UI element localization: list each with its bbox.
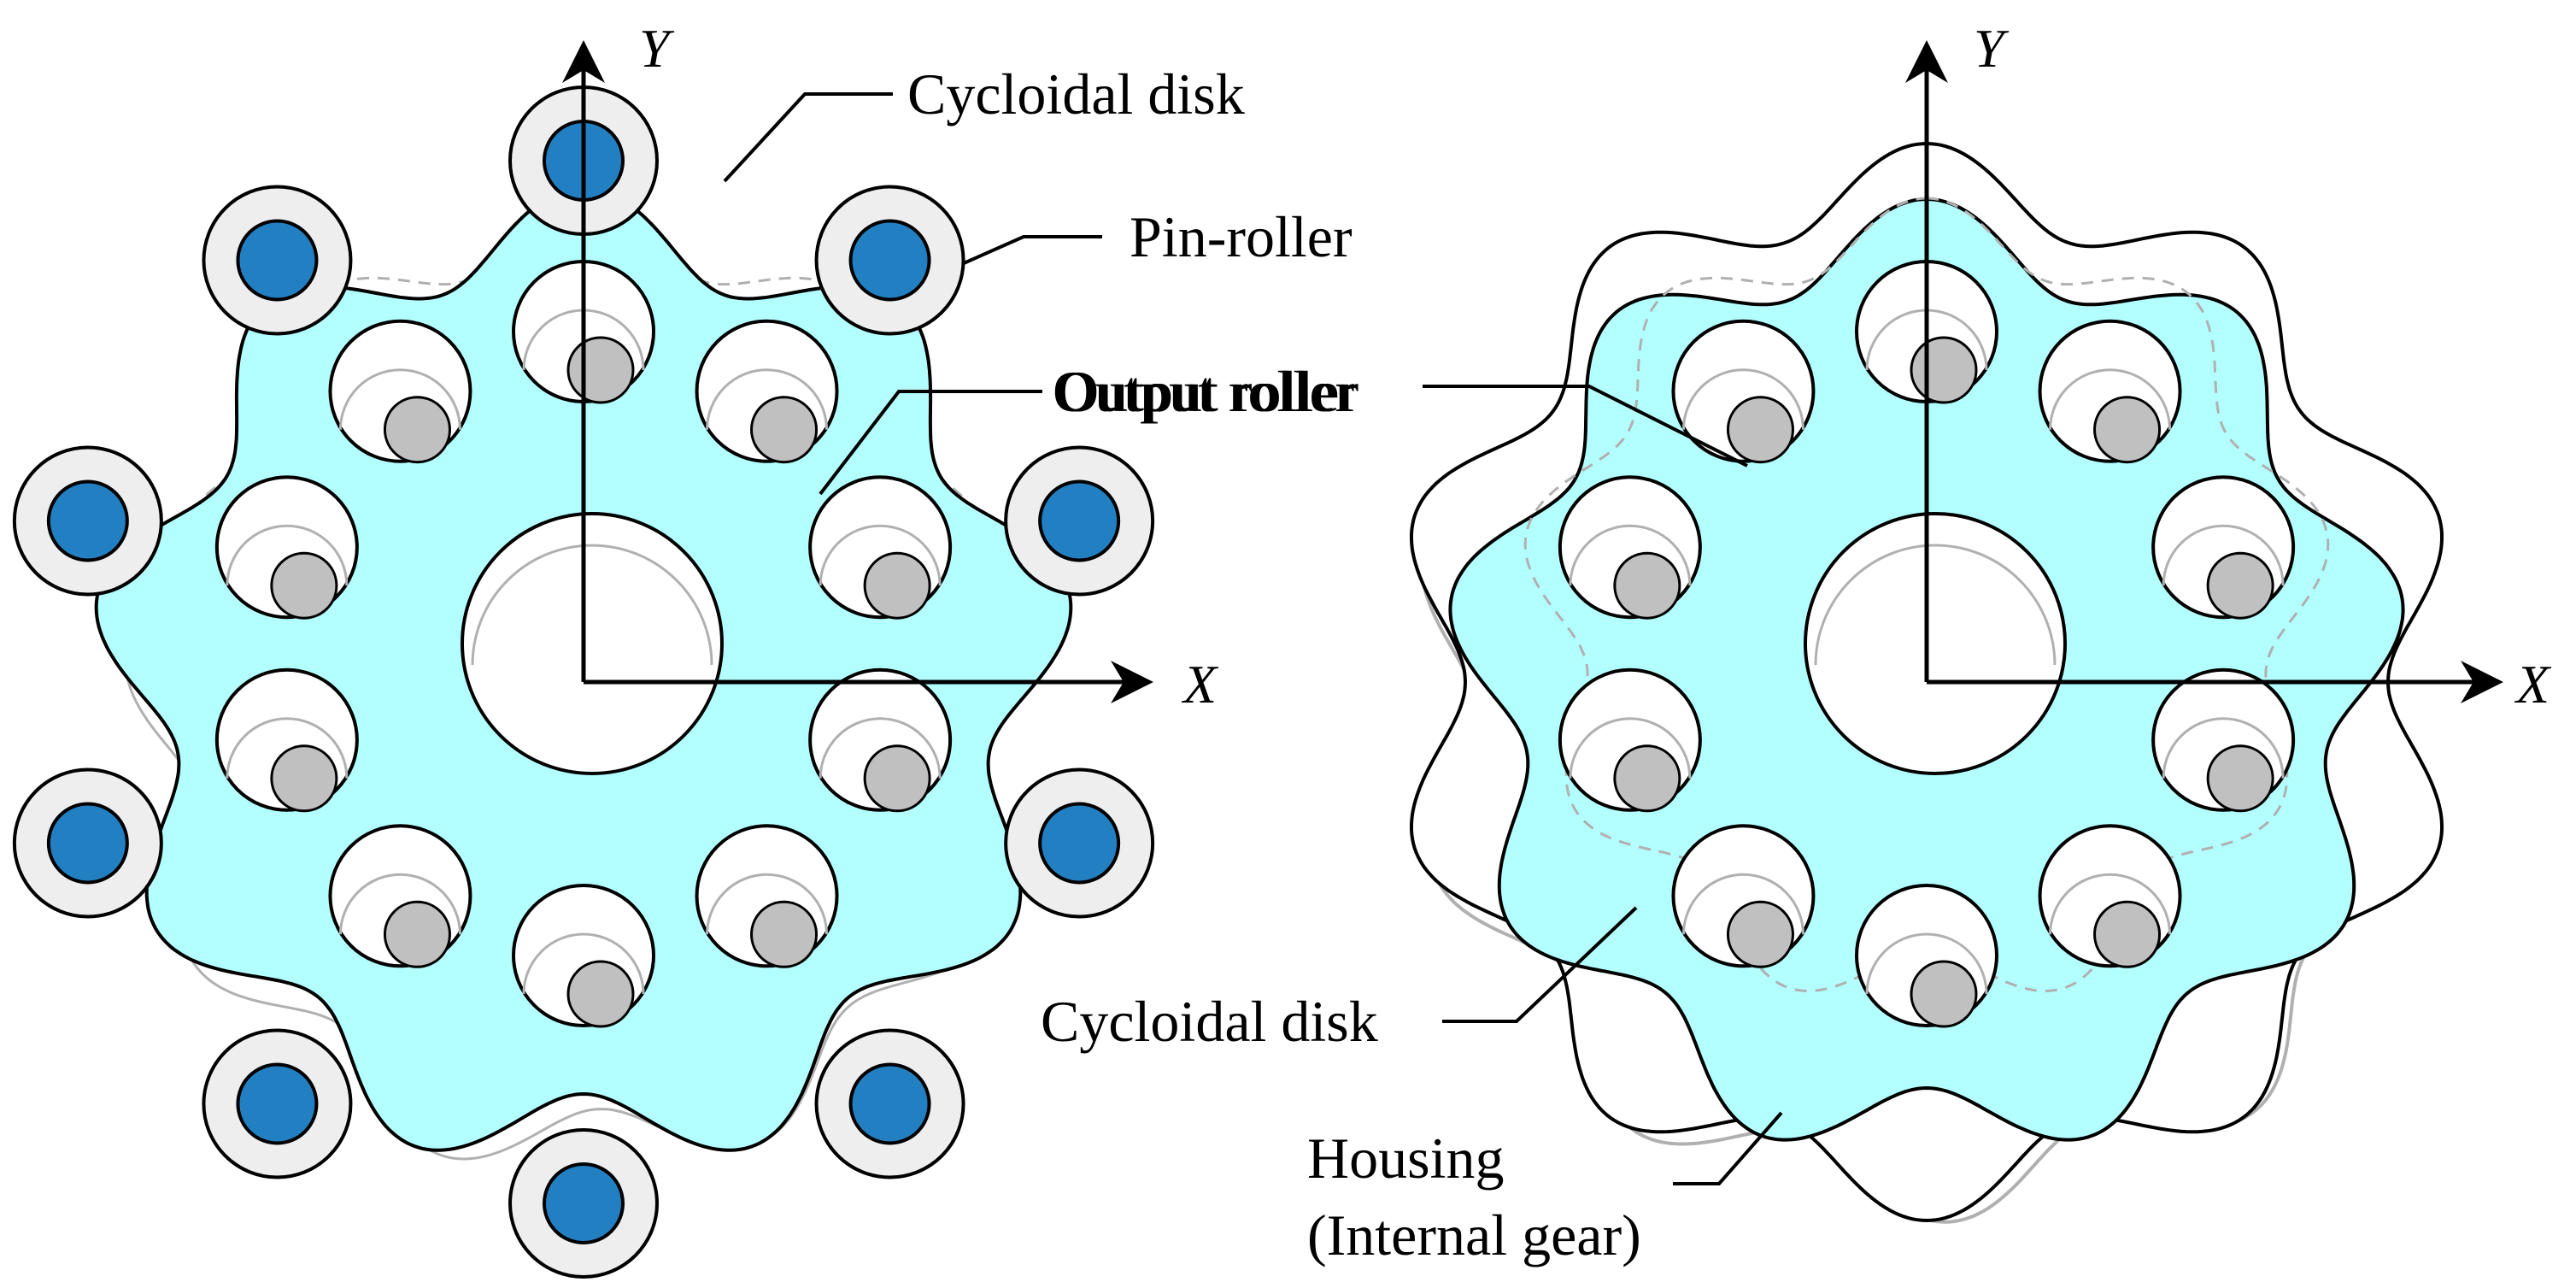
right-leader-lines: [1423, 385, 1783, 1185]
leader-right-output-roller: [1423, 385, 1748, 468]
output-roller: [566, 960, 635, 1028]
output-roller: [270, 744, 338, 813]
output-roller: [863, 744, 931, 813]
output-roller: [2206, 551, 2274, 620]
left-output-holes: [214, 260, 953, 1028]
right-y-axis-label: Y: [1974, 18, 2010, 79]
label-right-cycloidal-disk: Cycloidal disk: [1041, 989, 1378, 1054]
output-hole-ghost-arc: [2049, 873, 2172, 935]
left-pin-rollers: [12, 85, 1155, 1279]
right-axes: X Y: [1905, 18, 2552, 715]
output-roller: [2093, 900, 2162, 968]
pin-roller: [236, 219, 319, 302]
output-hole-ghost-arc: [1681, 873, 1804, 935]
output-hole-ghost-arc: [819, 524, 942, 586]
output-roller: [2206, 744, 2274, 813]
central-bore: [1804, 512, 2067, 775]
pin-roller: [1038, 479, 1121, 562]
label-pin-roller: Pin-roller: [1130, 204, 1353, 269]
output-hole-ghost-arc: [1569, 524, 1692, 586]
leader-right-cycloidal-disk: [1442, 906, 1638, 1023]
leader-cycloidal-disk: [723, 92, 893, 183]
output-hole-ghost-arc: [226, 524, 349, 586]
right-figure: X Y Output roller Cycloidal disk Housing…: [1041, 18, 2552, 1267]
central-bore: [461, 512, 724, 775]
left-x-axis-label: X: [1181, 654, 1219, 715]
pin-roller: [46, 802, 129, 885]
output-hole-ghost-arc: [2162, 524, 2285, 586]
leader-output-roller: [819, 390, 1042, 496]
output-hole-ghost-arc: [522, 932, 645, 995]
output-roller: [270, 551, 338, 620]
output-hole-ghost-arc: [706, 873, 829, 935]
output-hole-ghost-arc: [338, 368, 461, 430]
output-roller: [1910, 336, 1978, 404]
output-hole-ghost-arc: [2049, 368, 2172, 430]
output-roller: [383, 396, 451, 464]
left-y-axis-label: Y: [639, 18, 675, 79]
right-output-holes: [1558, 260, 2296, 1028]
output-roller: [1726, 396, 1794, 464]
output-roller: [383, 900, 451, 968]
left-figure: X Y Cycloidal disk Pin-roller Output rol…: [12, 18, 1355, 1279]
label-internal-gear: (Internal gear): [1307, 1203, 1641, 1267]
pin-roller: [46, 479, 129, 562]
central-bore-ghost-arc: [1814, 544, 2057, 666]
pin-roller: [848, 219, 931, 302]
leader-pin-roller: [963, 235, 1102, 265]
label-output-roller: Output roller: [1053, 359, 1355, 424]
label-housing: Housing: [1307, 1126, 1504, 1191]
label-cycloidal-disk: Cycloidal disk: [907, 62, 1245, 126]
pin-roller: [1038, 802, 1121, 885]
leader-housing: [1673, 1111, 1783, 1185]
left-leader-lines: [723, 92, 1102, 496]
output-hole-ghost-arc: [1681, 368, 1804, 430]
pin-roller: [848, 1062, 931, 1145]
output-hole-ghost-arc: [2162, 717, 2285, 779]
output-roller: [2093, 396, 2162, 464]
label-right-output-roller: Output roller: [1057, 359, 1359, 424]
right-x-axis-label: X: [2514, 654, 2552, 715]
output-hole-ghost-arc: [706, 368, 829, 430]
left-axes: X Y: [562, 18, 1219, 715]
pin-roller: [236, 1062, 319, 1145]
output-roller: [1613, 551, 1681, 620]
output-hole-ghost-arc: [1569, 717, 1692, 779]
output-roller: [566, 336, 635, 404]
output-roller: [863, 551, 931, 620]
output-roller: [1613, 744, 1681, 813]
output-hole-ghost-arc: [338, 873, 461, 935]
output-hole-ghost-arc: [819, 717, 942, 779]
output-roller: [1910, 960, 1978, 1028]
output-roller: [750, 900, 819, 968]
output-hole-ghost-arc: [226, 717, 349, 779]
output-hole-ghost-arc: [1865, 932, 1988, 995]
pin-roller: [543, 1162, 625, 1244]
output-roller: [750, 396, 819, 464]
output-roller: [1726, 900, 1794, 968]
central-bore-ghost-arc: [471, 544, 713, 666]
